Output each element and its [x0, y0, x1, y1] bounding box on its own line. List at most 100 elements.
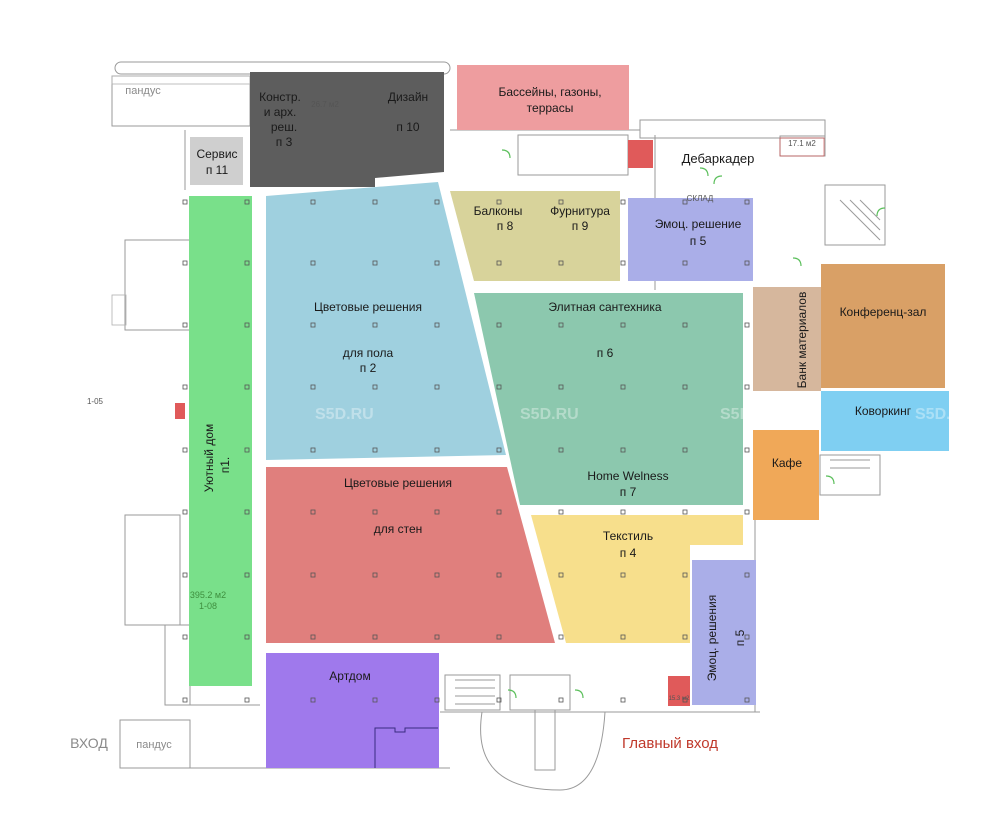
pandus-top: пандус: [125, 85, 161, 97]
column-marker: [682, 509, 688, 515]
column-marker: [182, 509, 188, 515]
column-marker: [372, 572, 378, 578]
column-marker: [620, 447, 626, 453]
column-marker: [310, 384, 316, 390]
column-marker: [372, 260, 378, 266]
welness-num: п 7: [620, 485, 637, 499]
svg-text:S5D.RU: S5D.RU: [520, 406, 579, 423]
column-marker: [372, 697, 378, 703]
column-marker: [310, 572, 316, 578]
column-marker: [434, 697, 440, 703]
zone-emoc-top[interactable]: [628, 198, 753, 281]
konstr-line1: Констр.: [259, 90, 301, 104]
stair-area: 26.7 м2: [311, 100, 339, 109]
dizain-num: п 10: [396, 120, 420, 134]
column-marker: [558, 447, 564, 453]
column-marker: [744, 572, 750, 578]
glavny-vhod-label: Главный вход: [622, 735, 718, 752]
column-marker: [682, 447, 688, 453]
column-marker: [496, 697, 502, 703]
zone-cvet-pol[interactable]: [266, 182, 506, 460]
konstr-num: п 3: [276, 135, 293, 149]
column-marker: [496, 322, 502, 328]
zone-konstr[interactable]: [250, 72, 375, 187]
uyutny-area: 395.2 м2: [190, 590, 226, 600]
column-marker: [496, 384, 502, 390]
zone-elit[interactable]: [474, 293, 743, 505]
zone-dizain[interactable]: [375, 72, 444, 178]
column-marker: [434, 322, 440, 328]
column-marker: [372, 384, 378, 390]
column-marker: [496, 199, 502, 205]
column-marker: [558, 634, 564, 640]
konstr-line2: и арх.: [264, 105, 297, 119]
zone-balkony[interactable]: [450, 191, 620, 281]
furnitura-title: Фурнитура: [550, 204, 610, 218]
column-marker: [434, 447, 440, 453]
zone-emoc-bot[interactable]: [692, 560, 756, 705]
zone-tekstil[interactable]: [531, 515, 743, 643]
column-marker: [244, 572, 250, 578]
cvet-pol-num: п 2: [360, 361, 377, 375]
column-marker: [558, 697, 564, 703]
column-marker: [558, 572, 564, 578]
left-room-code: 1-05: [87, 397, 104, 406]
welness-title: Home Welness: [587, 469, 668, 483]
column-marker: [372, 634, 378, 640]
cvet-sten-line1: Цветовые решения: [344, 476, 452, 490]
column-marker: [182, 572, 188, 578]
bank-title: Банк материалов: [795, 292, 809, 389]
zone-cowork[interactable]: [821, 391, 949, 451]
balkony-num: п 8: [497, 219, 514, 233]
column-marker: [182, 260, 188, 266]
elit-num: п 6: [597, 346, 614, 360]
bassein-line1: Бассейны, газоны,: [498, 85, 601, 99]
zone-bassein[interactable]: [457, 65, 629, 130]
column-marker: [244, 322, 250, 328]
column-marker: [682, 634, 688, 640]
column-marker: [558, 260, 564, 266]
zone-servis[interactable]: [190, 137, 243, 185]
column-marker: [372, 322, 378, 328]
small-room-bot: [668, 676, 690, 706]
column-marker: [620, 199, 626, 205]
zone-bank[interactable]: [753, 287, 821, 391]
servis-num: п 11: [206, 163, 229, 177]
column-marker: [744, 260, 750, 266]
column-marker: [434, 509, 440, 515]
column-marker: [244, 199, 250, 205]
emoc-top-title: Эмоц. решение: [655, 217, 742, 231]
column-marker: [682, 384, 688, 390]
column-marker: [744, 199, 750, 205]
column-marker: [434, 634, 440, 640]
column-marker: [310, 509, 316, 515]
column-marker: [744, 322, 750, 328]
svg-text:S5D.RU: S5D.RU: [915, 406, 974, 423]
column-marker: [744, 697, 750, 703]
tekstil-title: Текстиль: [603, 529, 653, 543]
column-marker: [372, 447, 378, 453]
column-marker: [244, 260, 250, 266]
column-marker: [434, 572, 440, 578]
column-marker: [620, 322, 626, 328]
cvet-pol-line2: для пола: [343, 346, 394, 360]
column-marker: [182, 634, 188, 640]
artdom-title: Артдом: [329, 669, 370, 683]
column-marker: [434, 384, 440, 390]
tekstil-num: п 4: [620, 546, 637, 560]
column-marker: [310, 697, 316, 703]
column-marker: [682, 260, 688, 266]
uyutny-title: Уютный дом: [202, 424, 216, 493]
zone-kafe[interactable]: [753, 430, 819, 520]
zone-cvet-sten[interactable]: [266, 467, 555, 643]
emoc-bot-title: Эмоц. решения: [705, 595, 719, 681]
column-marker: [682, 572, 688, 578]
column-marker: [558, 199, 564, 205]
zone-uyutny[interactable]: [189, 196, 252, 686]
emoc-bot-num: п 5: [733, 629, 747, 646]
kafe-title: Кафе: [772, 456, 803, 470]
zone-artdom[interactable]: [266, 653, 439, 768]
bassein-line2: террасы: [527, 101, 574, 115]
zone-konf[interactable]: [821, 264, 945, 388]
